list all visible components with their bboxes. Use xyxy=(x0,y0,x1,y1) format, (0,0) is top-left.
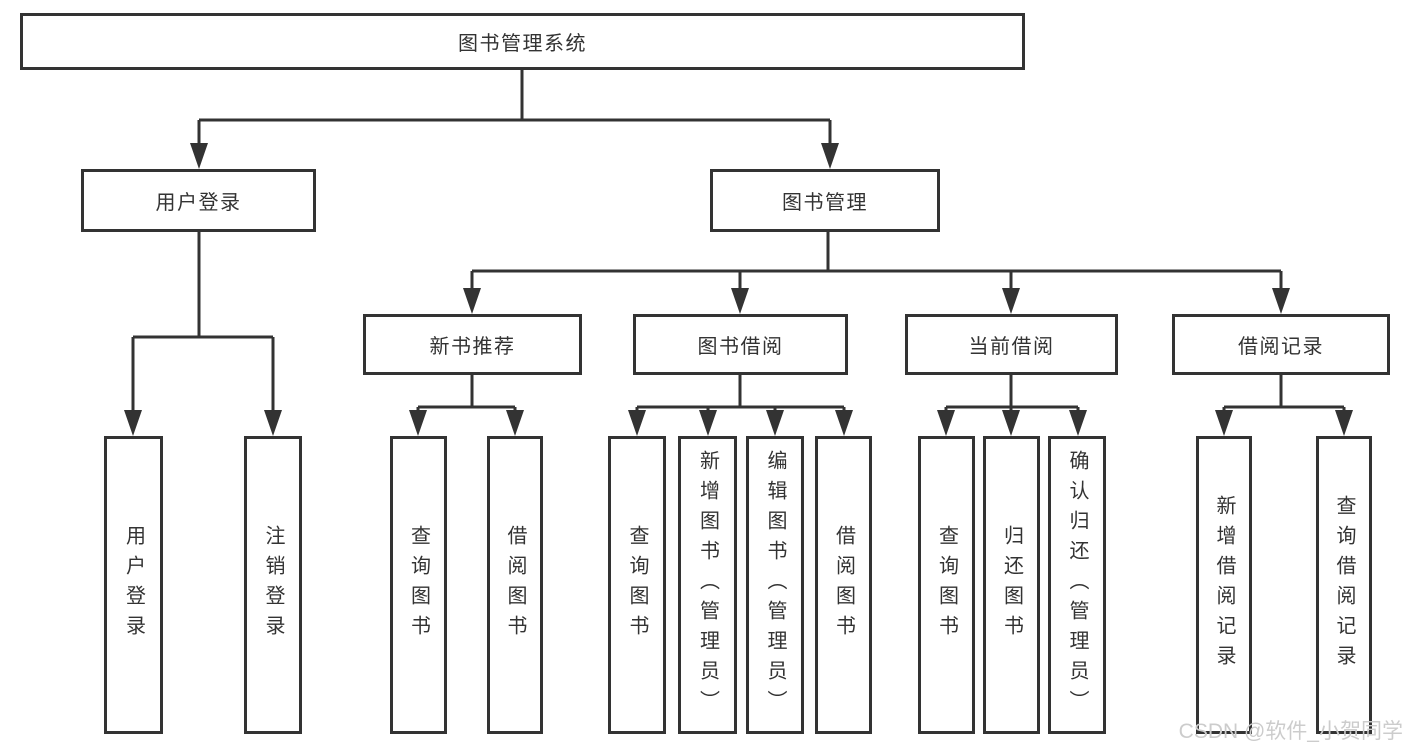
connector-newbook-to-leaves xyxy=(416,375,517,414)
leaf-label: 新增图书（管理员） xyxy=(696,450,719,720)
node-label: 图书管理系统 xyxy=(458,33,587,55)
leaf-confirm-return-admin: 确认归还（管理员） xyxy=(1048,436,1106,734)
connector-root-to-level2 xyxy=(197,70,832,145)
leaf-user-login: 用户登录 xyxy=(104,436,163,734)
leaf-add-book-admin: 新增图书（管理员） xyxy=(678,436,737,734)
node-book-borrowing: 图书借阅 xyxy=(633,314,848,375)
leaf-label: 确认归还（管理员） xyxy=(1066,450,1088,720)
leaf-label: 查询图书 xyxy=(626,525,648,645)
node-book-management: 图书管理 xyxy=(710,169,940,232)
leaf-label: 用户登录 xyxy=(122,525,145,645)
node-user-login: 用户登录 xyxy=(81,169,316,232)
leaf-label: 新增借阅记录 xyxy=(1213,495,1235,675)
leaf-label: 查询图书 xyxy=(935,525,958,645)
node-label: 借阅记录 xyxy=(1238,336,1324,358)
node-label: 用户登录 xyxy=(155,192,242,214)
node-current-borrowing: 当前借阅 xyxy=(905,314,1118,375)
leaf-return-books: 归还图书 xyxy=(983,436,1040,734)
leaf-label: 借阅图书 xyxy=(504,525,526,645)
leaf-edit-book-admin: 编辑图书（管理员） xyxy=(746,436,804,734)
leaf-query-books-borrow: 查询图书 xyxy=(608,436,666,734)
leaf-label: 编辑图书（管理员） xyxy=(764,450,786,720)
node-new-book-recommendation: 新书推荐 xyxy=(363,314,582,375)
leaf-label: 查询借阅记录 xyxy=(1333,495,1355,675)
connector-currentborrow-to-leaves xyxy=(944,375,1080,414)
connector-bookmgmt-to-level3 xyxy=(470,232,1283,292)
node-label: 图书管理 xyxy=(782,192,868,214)
leaf-borrow-books-recommend: 借阅图书 xyxy=(487,436,543,734)
leaf-borrow-books: 借阅图书 xyxy=(815,436,872,734)
node-label: 新书推荐 xyxy=(429,336,516,358)
leaf-label: 归还图书 xyxy=(1000,525,1023,645)
node-label: 当前借阅 xyxy=(968,336,1055,358)
leaf-logout: 注销登录 xyxy=(244,436,302,734)
node-label: 图书借阅 xyxy=(697,336,784,358)
arrowheads xyxy=(124,143,1353,436)
leaf-query-books-recommend: 查询图书 xyxy=(390,436,447,734)
leaf-query-borrow-record: 查询借阅记录 xyxy=(1316,436,1372,734)
leaf-label: 借阅图书 xyxy=(832,525,855,645)
leaf-label: 查询图书 xyxy=(407,525,430,645)
leaf-add-borrow-record: 新增借阅记录 xyxy=(1196,436,1252,734)
leaf-query-books-current: 查询图书 xyxy=(918,436,975,734)
connector-userlogin-to-leaves xyxy=(131,232,275,414)
connector-borrowrecords-to-leaves xyxy=(1222,375,1346,414)
node-library-management-system: 图书管理系统 xyxy=(20,13,1025,70)
leaf-label: 注销登录 xyxy=(262,525,284,645)
node-borrowing-records: 借阅记录 xyxy=(1172,314,1390,375)
csdn-watermark: CSDN @软件_小贺同学 xyxy=(1178,720,1403,743)
connector-bookborrow-to-leaves xyxy=(635,375,846,414)
